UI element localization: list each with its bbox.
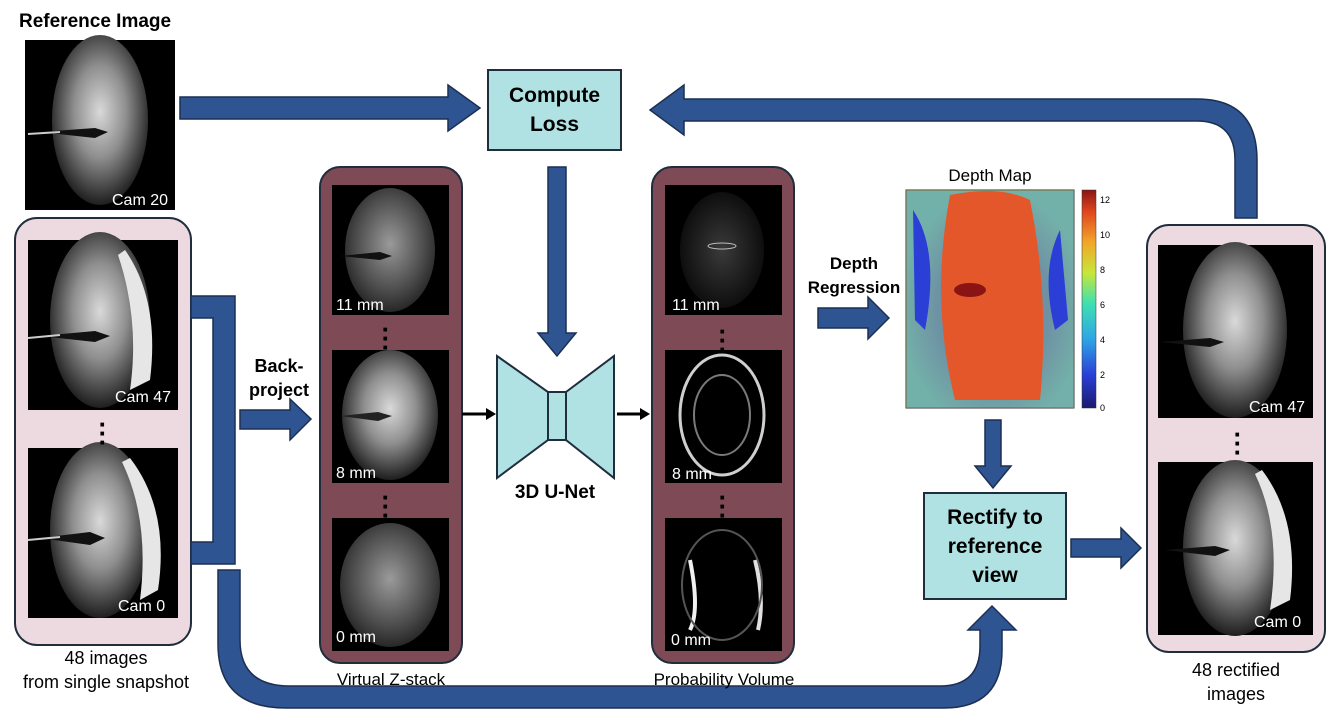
zstack-slice-8-label: 8 mm [336,465,376,482]
prob-ellipsis-2: ··· [718,482,728,530]
unet-label: 3D U-Net [514,482,596,503]
arrow-unet-to-prob-head [640,408,650,420]
backproject-line1: Back- [254,356,304,376]
bracket-input [190,295,236,565]
depth-map-image [905,189,1075,409]
output-image-cam0 [1158,460,1313,636]
compute-loss-line2: Loss [529,113,579,136]
depth-regression-label: Depth Regression [802,252,906,300]
prob-slice-8 [665,350,782,483]
prob-slice-0-label: 0 mm [671,632,711,649]
arrow-backproject [239,397,313,442]
input-ellipsis: ··· [98,409,108,457]
arrow-reference-to-loss [179,83,482,133]
input-caption-line1: 48 images [64,648,148,668]
prob-slice-0 [665,518,782,651]
output-caption: 48 rectified images [1150,658,1322,706]
output-ellipsis: ··· [1233,419,1243,467]
depth-map-title: Depth Map [948,166,1032,185]
depth-regression-line1: Depth [829,254,879,273]
zstack-slice-0 [332,518,449,651]
zstack-ellipsis-2: ··· [381,482,391,530]
zstack-caption: Virtual Z-stack [336,670,446,689]
backproject-line2: project [248,380,309,400]
output-caption-line1: 48 rectified [1191,660,1281,680]
rectify-line3: view [972,563,1018,587]
input-cam-top-label: Cam 47 [115,389,172,406]
arrow-depthmap-to-rectify [973,419,1013,490]
prob-slice-8-label: 8 mm [672,466,712,483]
input-image-cam0 [27,442,178,618]
input-caption: 48 images from single snapshot [6,646,206,694]
compute-loss-line1: Compute [509,84,600,107]
output-cam-bottom-label: Cam 0 [1254,614,1302,631]
unet-bottleneck [547,391,567,441]
colorbar-tick-4: 4 [1100,335,1106,345]
backproject-label: Back- project [238,354,320,402]
arrow-inputs-to-rectify [217,569,1018,709]
zstack-slice-11-label: 11 mm [336,297,384,314]
arrow-rectify-to-output [1070,526,1143,570]
rectify-box: Rectify to reference view [923,492,1067,600]
input-caption-line2: from single snapshot [22,672,190,692]
output-cam-top-label: Cam 47 [1249,399,1306,416]
output-caption-line2: images [1206,684,1266,704]
reference-cam-label: Cam 20 [112,192,169,209]
depth-colorbar [1081,189,1097,409]
colorbar-tick-6: 6 [1100,300,1106,310]
prob-slice-11 [665,185,782,315]
zstack-slice-8 [332,350,449,483]
depth-regression-line2: Regression [807,278,901,297]
reference-image [25,35,175,210]
reference-title: Reference Image [19,11,172,32]
colorbar-tick-8: 8 [1100,265,1106,275]
arrow-depth-regression [817,295,891,341]
zstack-slice-0-label: 0 mm [336,629,376,646]
rectify-line2: reference [947,534,1043,558]
zstack-ellipsis-1: ··· [381,314,391,362]
probability-caption: Probability Volume [653,670,795,689]
input-cam-bottom-label: Cam 0 [118,598,166,615]
arrow-zstack-to-unet-head [486,408,496,420]
zstack-slice-11 [332,185,449,315]
prob-slice-11-label: 11 mm [672,297,720,314]
colorbar-tick-10: 10 [1100,230,1111,240]
prob-ellipsis-1: ··· [718,316,728,364]
colorbar-tick-2: 2 [1100,370,1106,380]
rectify-line1: Rectify to [947,505,1043,529]
arrow-loss-to-unet [536,166,578,358]
input-image-cam47 [27,232,178,410]
output-image-cam47 [1158,242,1313,418]
colorbar-tick-0: 0 [1100,403,1106,413]
compute-loss-box: Compute Loss [487,69,622,151]
colorbar-tick-12: 12 [1100,195,1111,205]
arrow-output-to-loss [648,83,1258,219]
